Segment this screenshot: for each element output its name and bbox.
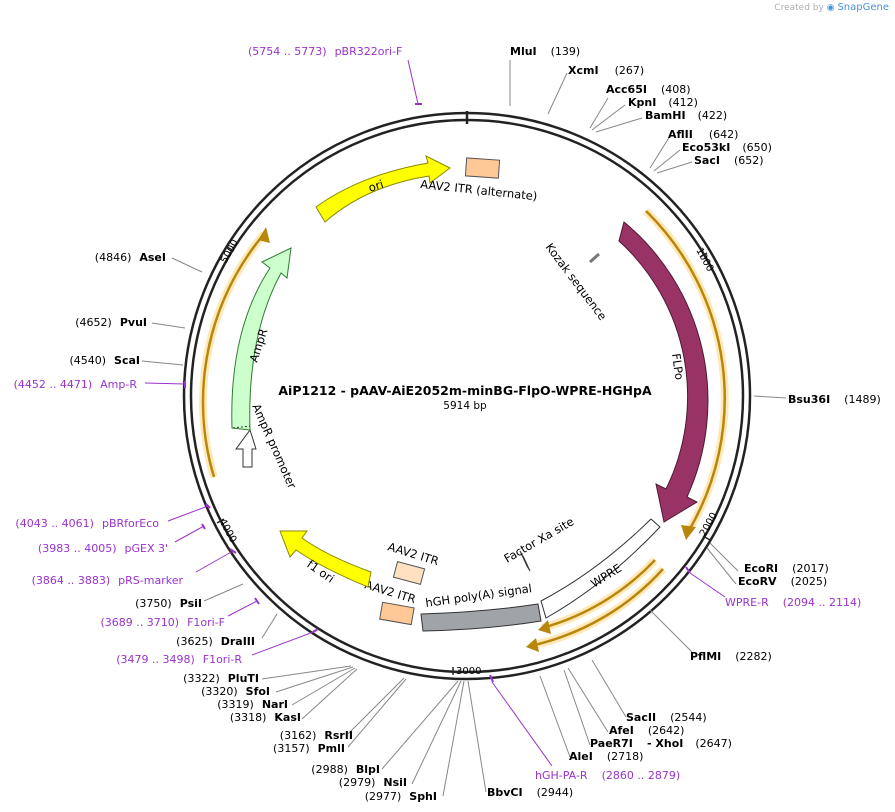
snapgene-logo-icon: ◉ [826, 3, 835, 13]
feature-ampr-promoter-arrow [235, 428, 257, 468]
enzyme-ecorv: EcoRV(2025) [738, 575, 827, 588]
plasmid-length: 5914 bp [443, 400, 487, 412]
primer-mark-hgh-pa-r [489, 674, 494, 683]
feature-hgh-polya-box [420, 603, 542, 632]
enzyme-nsii: (2979)NsiI [339, 776, 407, 789]
enzyme-kasi: (3318)KasI [230, 711, 301, 724]
enzyme-kpni: KpnI(412) [628, 96, 698, 109]
primer-hgh-pa-r: hGH-PA-R(2860 .. 2879) [535, 769, 680, 782]
primer-arrowhead-left-1 [258, 227, 270, 243]
enzyme-eco53ki: Eco53kI(650) [682, 141, 772, 154]
tick-3000: 3000 [456, 666, 481, 677]
enzyme-bbvci: BbvCI(2944) [487, 786, 573, 799]
primer-arc-right-1-line [645, 210, 726, 533]
feature-ori-label: ori [367, 177, 386, 195]
primer-f1ori-r: (3479 .. 3498)F1ori-R [116, 653, 242, 666]
feature-aav2-itr-box-1 [392, 561, 426, 585]
tick-mark-5000 [226, 246, 235, 252]
tick-mark-2000 [702, 535, 711, 541]
primer-pgex3: (3983 .. 4005)pGEX 3' [38, 542, 168, 555]
tick-mark-1000 [699, 252, 708, 258]
feature-ampr-promoter-label: AmpR promoter [249, 402, 299, 491]
enzyme-afei: AfeI(2642) [609, 724, 684, 737]
primer-mark-wpre-r [685, 566, 691, 574]
primer-arrowhead-right-1 [681, 525, 696, 540]
enzyme-xhoi: - XhoI(2647) [647, 737, 732, 750]
enzyme-draiii: (3625)DraIII [176, 635, 255, 648]
feature-factor-xa-label: Factor Xa site [502, 514, 577, 565]
enzyme-nari: (3319)NarI [217, 698, 288, 711]
primer-wpre-r: WPRE-R(2094 .. 2114) [725, 596, 861, 609]
feature-f1-ori-arrow [279, 530, 372, 588]
primer-arc-left-1-line [201, 233, 265, 478]
enzyme-saci: SacI(652) [694, 154, 764, 167]
enzyme-asei: (4846)AseI [95, 251, 166, 264]
primer-leader-lines [144, 59, 726, 767]
enzyme-sacii: SacII(2544) [626, 711, 707, 724]
enzyme-bsu36i: Bsu36I(1489) [788, 393, 881, 406]
plasmid-title: AiP1212 - pAAV-AiE2052m-minBG-FlpO-WPRE-… [278, 383, 652, 398]
primer-pbr322ori-f: (5754 .. 5773)pBR322ori-F [248, 45, 402, 58]
enzyme-aflii: AflII(642) [668, 128, 738, 141]
snapgene-credit: Created by ◉ SnapGene [774, 2, 889, 13]
credit-brand: SnapGene [837, 2, 889, 13]
credit-prefix: Created by [774, 3, 824, 13]
feature-kozak-mark [589, 252, 600, 264]
enzyme-scai: (4540)ScaI [69, 354, 140, 367]
primer-arc-lower-2-line [529, 568, 664, 648]
enzyme-pflmi: PflMI(2282) [690, 650, 772, 663]
tick-1000: 1000 [693, 246, 715, 274]
primer-arc-lower-1-line [541, 559, 656, 630]
feature-aav2-itr-label-1: AAV2 ITR [386, 539, 440, 568]
primer-arrowhead-lower-1 [538, 620, 551, 634]
enzyme-leader-lines [141, 60, 787, 797]
feature-aav2-itr-alt-box [464, 157, 501, 179]
feature-kozak-label: Kozak sequence [543, 240, 610, 323]
enzyme-acc65i: Acc65I(408) [606, 83, 691, 96]
primer-amp-r: (4452 .. 4471)Amp-R [14, 378, 138, 391]
enzyme-pmli: (3157)PmlI [273, 742, 345, 755]
enzyme-sfoi: (3320)SfoI [201, 685, 270, 698]
feature-aav2-itr-alt-label: AAV2 ITR (alternate) [420, 177, 538, 203]
enzyme-alei: AleI(2718) [569, 750, 643, 763]
enzyme-blpi: (2988)BlpI [311, 763, 380, 776]
enzyme-bamhi: BamHI(422) [645, 109, 727, 122]
feature-flpo-arrow [618, 221, 709, 523]
primer-f1ori-f: (3689 .. 3710)F1ori-F [101, 616, 226, 629]
feature-hgh-polya-label: hGH poly(A) signal [424, 581, 532, 610]
primer-prs-marker: (3864 .. 3883)pRS-marker [32, 574, 184, 587]
feature-flpo-label: FLPo [669, 352, 687, 380]
enzyme-pluti: (3322)PluTI [183, 672, 259, 685]
enzyme-pvui: (4652)PvuI [75, 316, 147, 329]
feature-aav2-itr-box-2 [379, 601, 415, 626]
feature-ampr-arrow [231, 247, 292, 431]
primer-pbrforeco: (4043 .. 4061)pBRforEco [15, 517, 159, 530]
feature-ampr-promoter-dots [232, 425, 251, 429]
enzyme-psii: (3750)PsiI [135, 597, 202, 610]
feature-wpre-arrow [540, 518, 661, 619]
enzyme-paer7i: PaeR7I [590, 737, 633, 750]
feature-ori-arrow [315, 155, 451, 223]
primer-arrowhead-lower-2 [526, 638, 539, 652]
tick-mark-4000 [216, 518, 225, 524]
feature-factor-xa-mark [519, 550, 531, 572]
enzyme-sphi: (2977)SphI [365, 790, 437, 803]
enzyme-ecori: EcoRI(2017) [744, 562, 829, 575]
enzyme-rsrii: (3162)RsrII [280, 729, 353, 742]
enzyme-mlui: MluI(139) [510, 45, 580, 58]
enzyme-xcmi: XcmI(267) [568, 64, 644, 77]
